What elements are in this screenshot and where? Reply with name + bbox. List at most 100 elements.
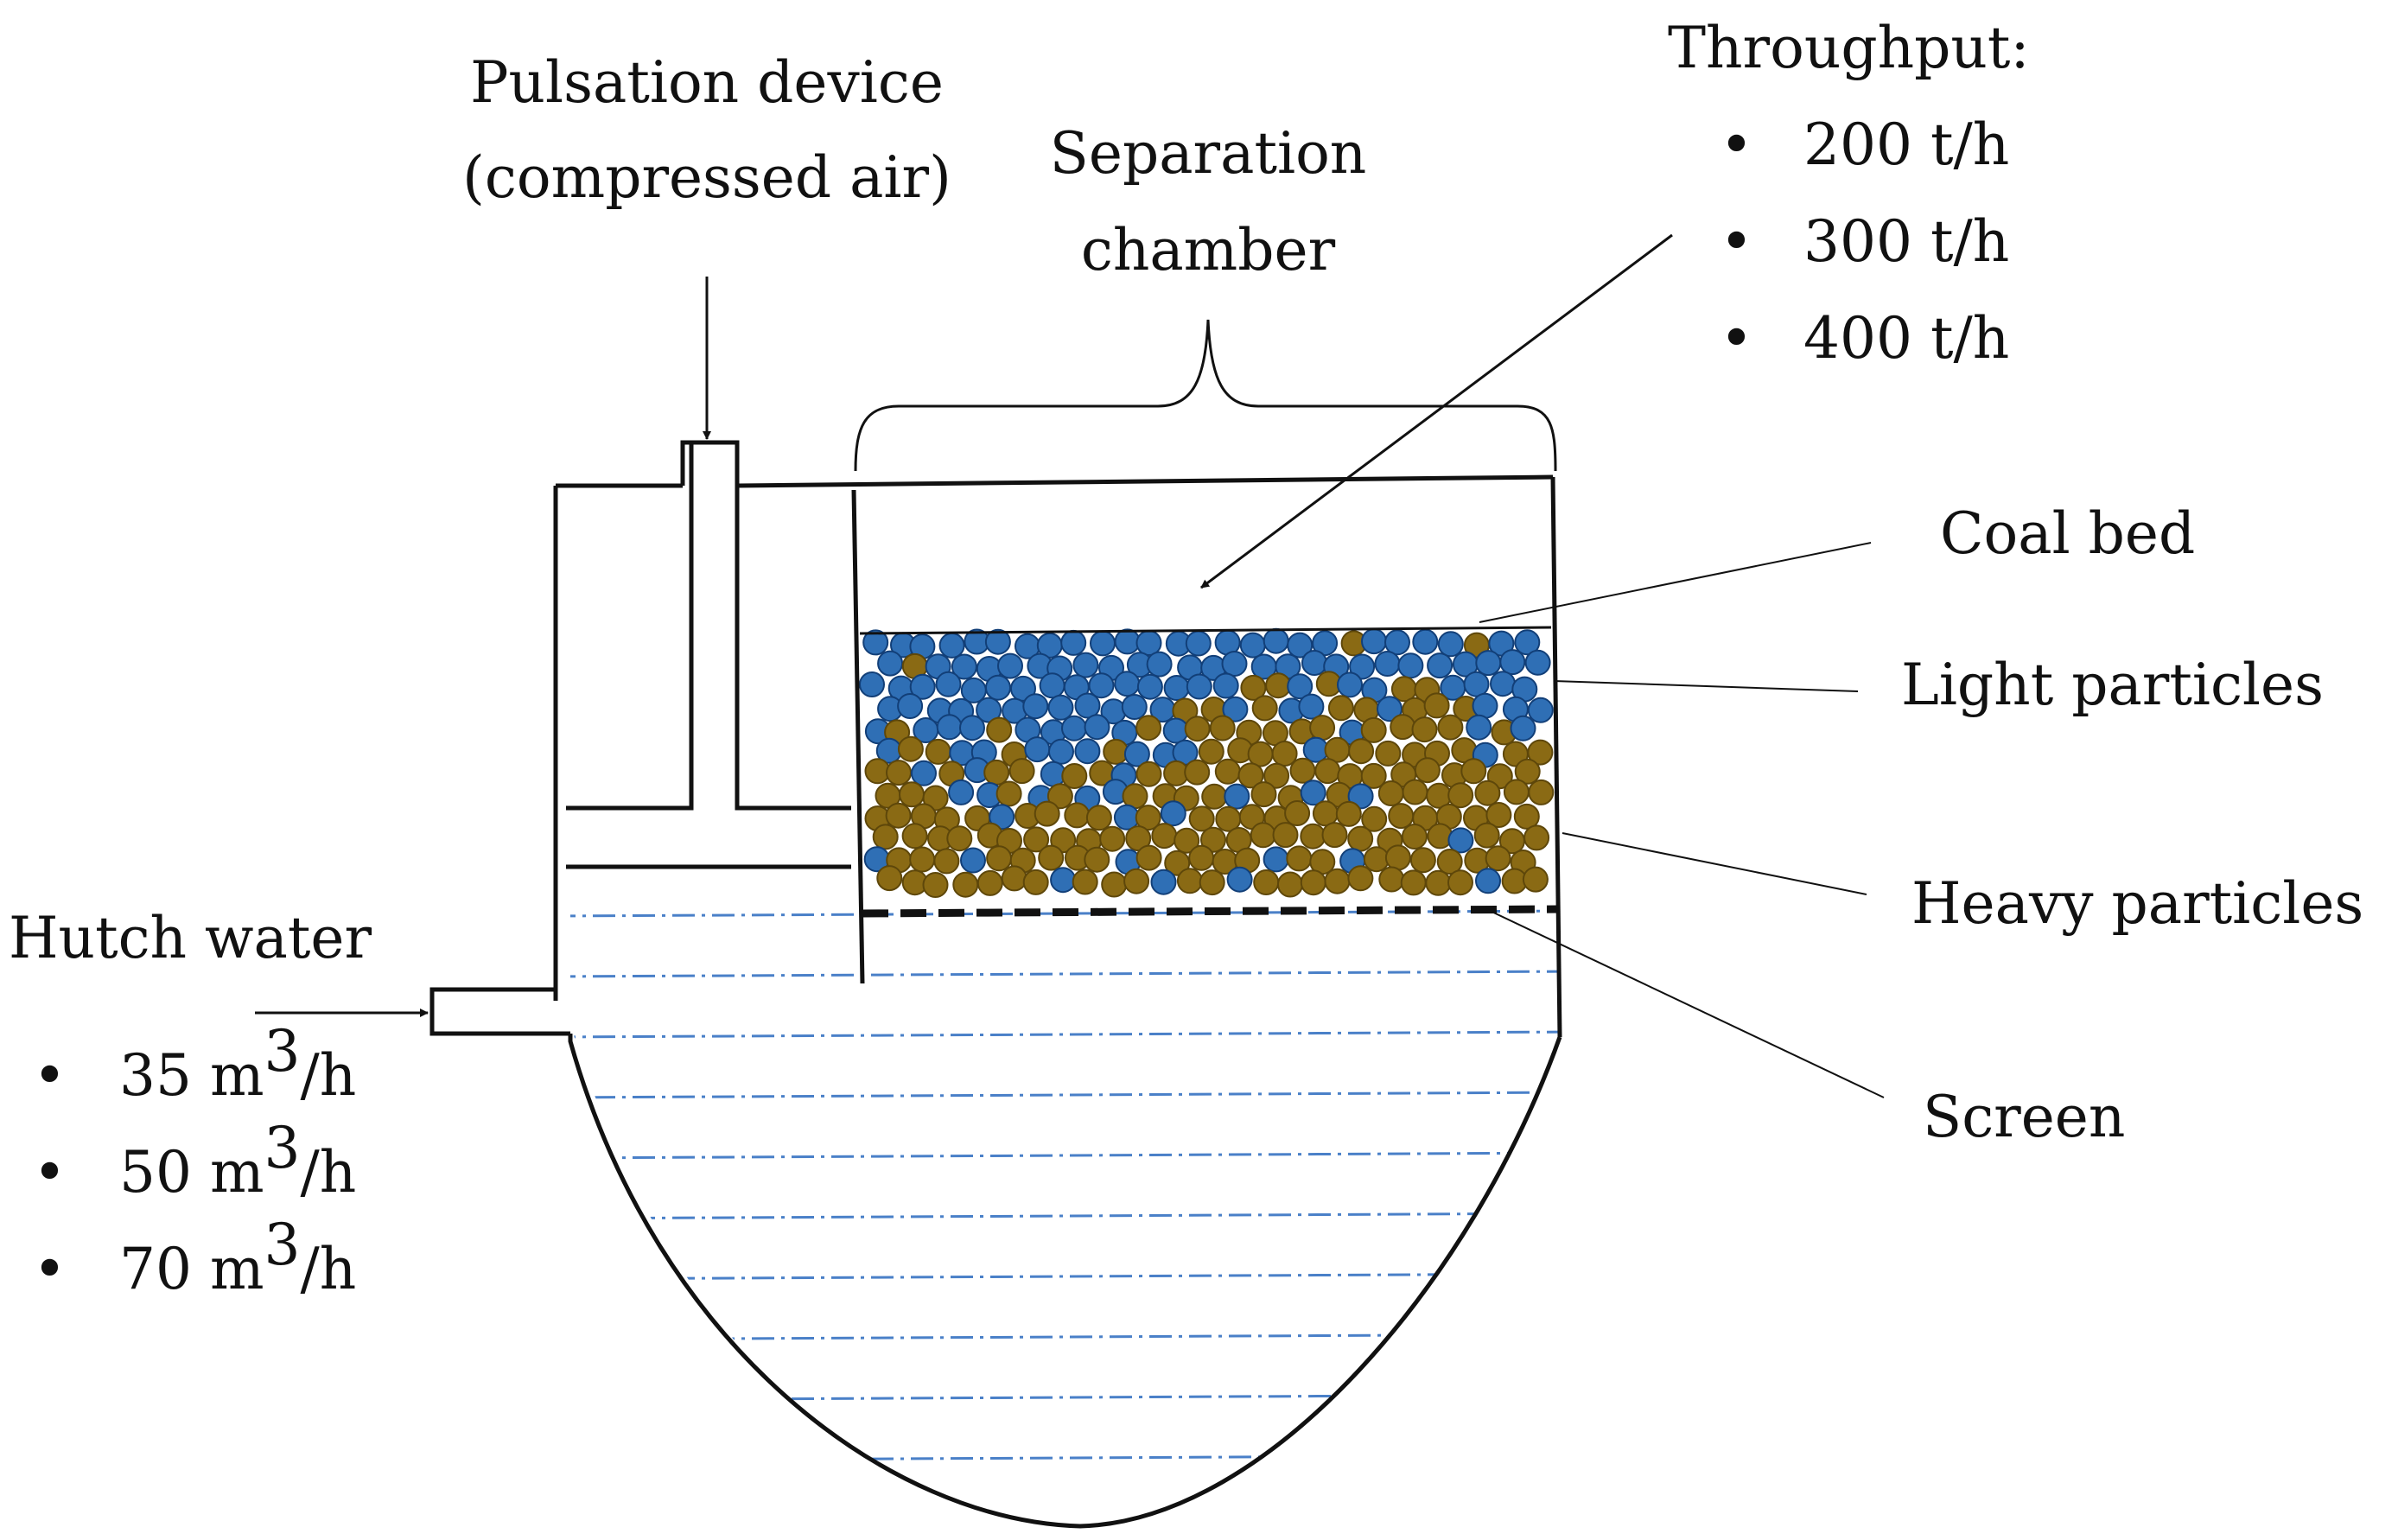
heavy-particle: [899, 781, 925, 808]
heavy-particle: [1437, 714, 1464, 741]
light-particle: [1302, 736, 1329, 763]
light-particle: [1239, 632, 1266, 659]
coal-bed-leader: [1479, 542, 1872, 623]
heavy-particle: [1034, 800, 1060, 827]
screen-leader: [1485, 908, 1885, 1098]
partition-wall: [851, 489, 865, 984]
light-particle: [1349, 653, 1376, 680]
water-hatch-line: [570, 1454, 1560, 1462]
throughput-arrow: [1200, 233, 1673, 589]
heavy-particle: [1503, 779, 1530, 805]
coal-bed-surface: [859, 626, 1552, 635]
heavy-particle: [1250, 781, 1277, 808]
particle-bed: [859, 627, 1555, 898]
light-particle: [985, 674, 1011, 701]
heavy-particle: [1523, 824, 1550, 851]
heavy-particle: [1263, 762, 1290, 789]
heavy-particle: [922, 785, 949, 811]
heavy-particle: [1513, 803, 1540, 830]
screen: [862, 905, 1561, 918]
heavy-particle: [1164, 850, 1191, 876]
heavy-particle: [933, 848, 960, 875]
separation-chamber-brace: [854, 319, 1557, 472]
heavy-particle: [1038, 844, 1065, 871]
heavy-particle: [1401, 824, 1428, 850]
separation-label-line2: chamber: [1081, 217, 1336, 283]
light-particle: [1114, 671, 1141, 697]
light-particle: [1224, 783, 1250, 810]
light-particle: [1475, 650, 1502, 677]
light-particle: [1463, 671, 1490, 697]
heavy-particle: [886, 760, 912, 786]
light-particle: [1121, 694, 1148, 720]
light-particle: [877, 650, 904, 677]
heavy-particle: [901, 823, 928, 850]
light-particle: [976, 697, 1002, 723]
heavy-particle: [1174, 827, 1200, 854]
light-particle: [1222, 696, 1249, 722]
light-particle: [1039, 672, 1065, 699]
throughput-bullet: •: [1720, 208, 1753, 275]
light-particle: [1437, 631, 1464, 658]
pulsation-pipe-top: [680, 440, 740, 486]
heavy-particle: [1272, 822, 1299, 849]
heavy-particle: [1271, 741, 1298, 767]
heavy-particle: [1050, 827, 1077, 854]
hutch-water-item: 50 m3/h: [119, 1115, 356, 1206]
heavy-particle: [1384, 844, 1411, 871]
heavy-particle: [1423, 692, 1450, 719]
light-particle: [1221, 651, 1248, 677]
light-particle: [1163, 675, 1190, 701]
heavy-particle: [1084, 846, 1110, 873]
light-particle: [935, 671, 962, 697]
light-particle: [1061, 715, 1087, 741]
light-particle: [909, 673, 936, 700]
light-particle: [1472, 692, 1498, 719]
heavy-particle: [983, 759, 1010, 786]
light-particle: [1287, 632, 1313, 659]
hutch-water-bullet: •: [33, 1042, 67, 1109]
light-particle: [1123, 741, 1150, 767]
light-particle: [1024, 736, 1051, 763]
light-particle: [1074, 738, 1101, 765]
light-particle: [1060, 629, 1087, 656]
light-particle: [1412, 628, 1439, 655]
heavy-particle: [1375, 740, 1402, 767]
throughput-bullet: •: [1720, 111, 1753, 178]
pulsation-label-line1: Pulsation device: [470, 49, 944, 116]
heavy-particle: [1447, 782, 1474, 809]
heavy-particle: [922, 872, 949, 898]
light-particle: [1263, 627, 1289, 654]
leader-lines: [1479, 542, 1885, 1098]
light-particle: [1466, 714, 1492, 741]
heavy-particle: [1324, 868, 1351, 894]
coal-bed-label: Coal bed: [1940, 500, 2195, 567]
water-hatch-line: [570, 1030, 1560, 1039]
light-particle: [1337, 671, 1363, 698]
heavy-particle: [1085, 805, 1112, 831]
light-particle: [1499, 649, 1526, 676]
heavy-particle: [1008, 758, 1035, 785]
heavy-particle: [946, 825, 973, 852]
water-hatch-line: [570, 1333, 1560, 1341]
light-particle: [1212, 672, 1239, 699]
separation-label-line1: Separation: [1050, 120, 1367, 187]
heavy-particle: [872, 824, 899, 850]
vessel-bowl: [568, 1034, 1562, 1529]
light-particle: [959, 715, 985, 741]
hutch-water-item: 70 m3/h: [119, 1212, 356, 1302]
light-particle: [1427, 652, 1453, 679]
heavy-particle: [1023, 826, 1050, 853]
heavy-particle: [1300, 823, 1326, 850]
jig-vessel-outline: [429, 440, 1562, 1529]
heavy-particle: [1321, 822, 1348, 849]
light-particle: [1510, 715, 1536, 741]
heavy-particle: [1247, 741, 1274, 767]
throughput-item: 300 t/h: [1803, 208, 2009, 275]
heavy-particle: [1436, 849, 1463, 875]
heavy-particles-label: Heavy particles: [1911, 870, 2363, 937]
heavy-particle: [995, 780, 1022, 807]
heavy-particle: [1061, 763, 1088, 789]
light-particle: [1377, 696, 1403, 722]
